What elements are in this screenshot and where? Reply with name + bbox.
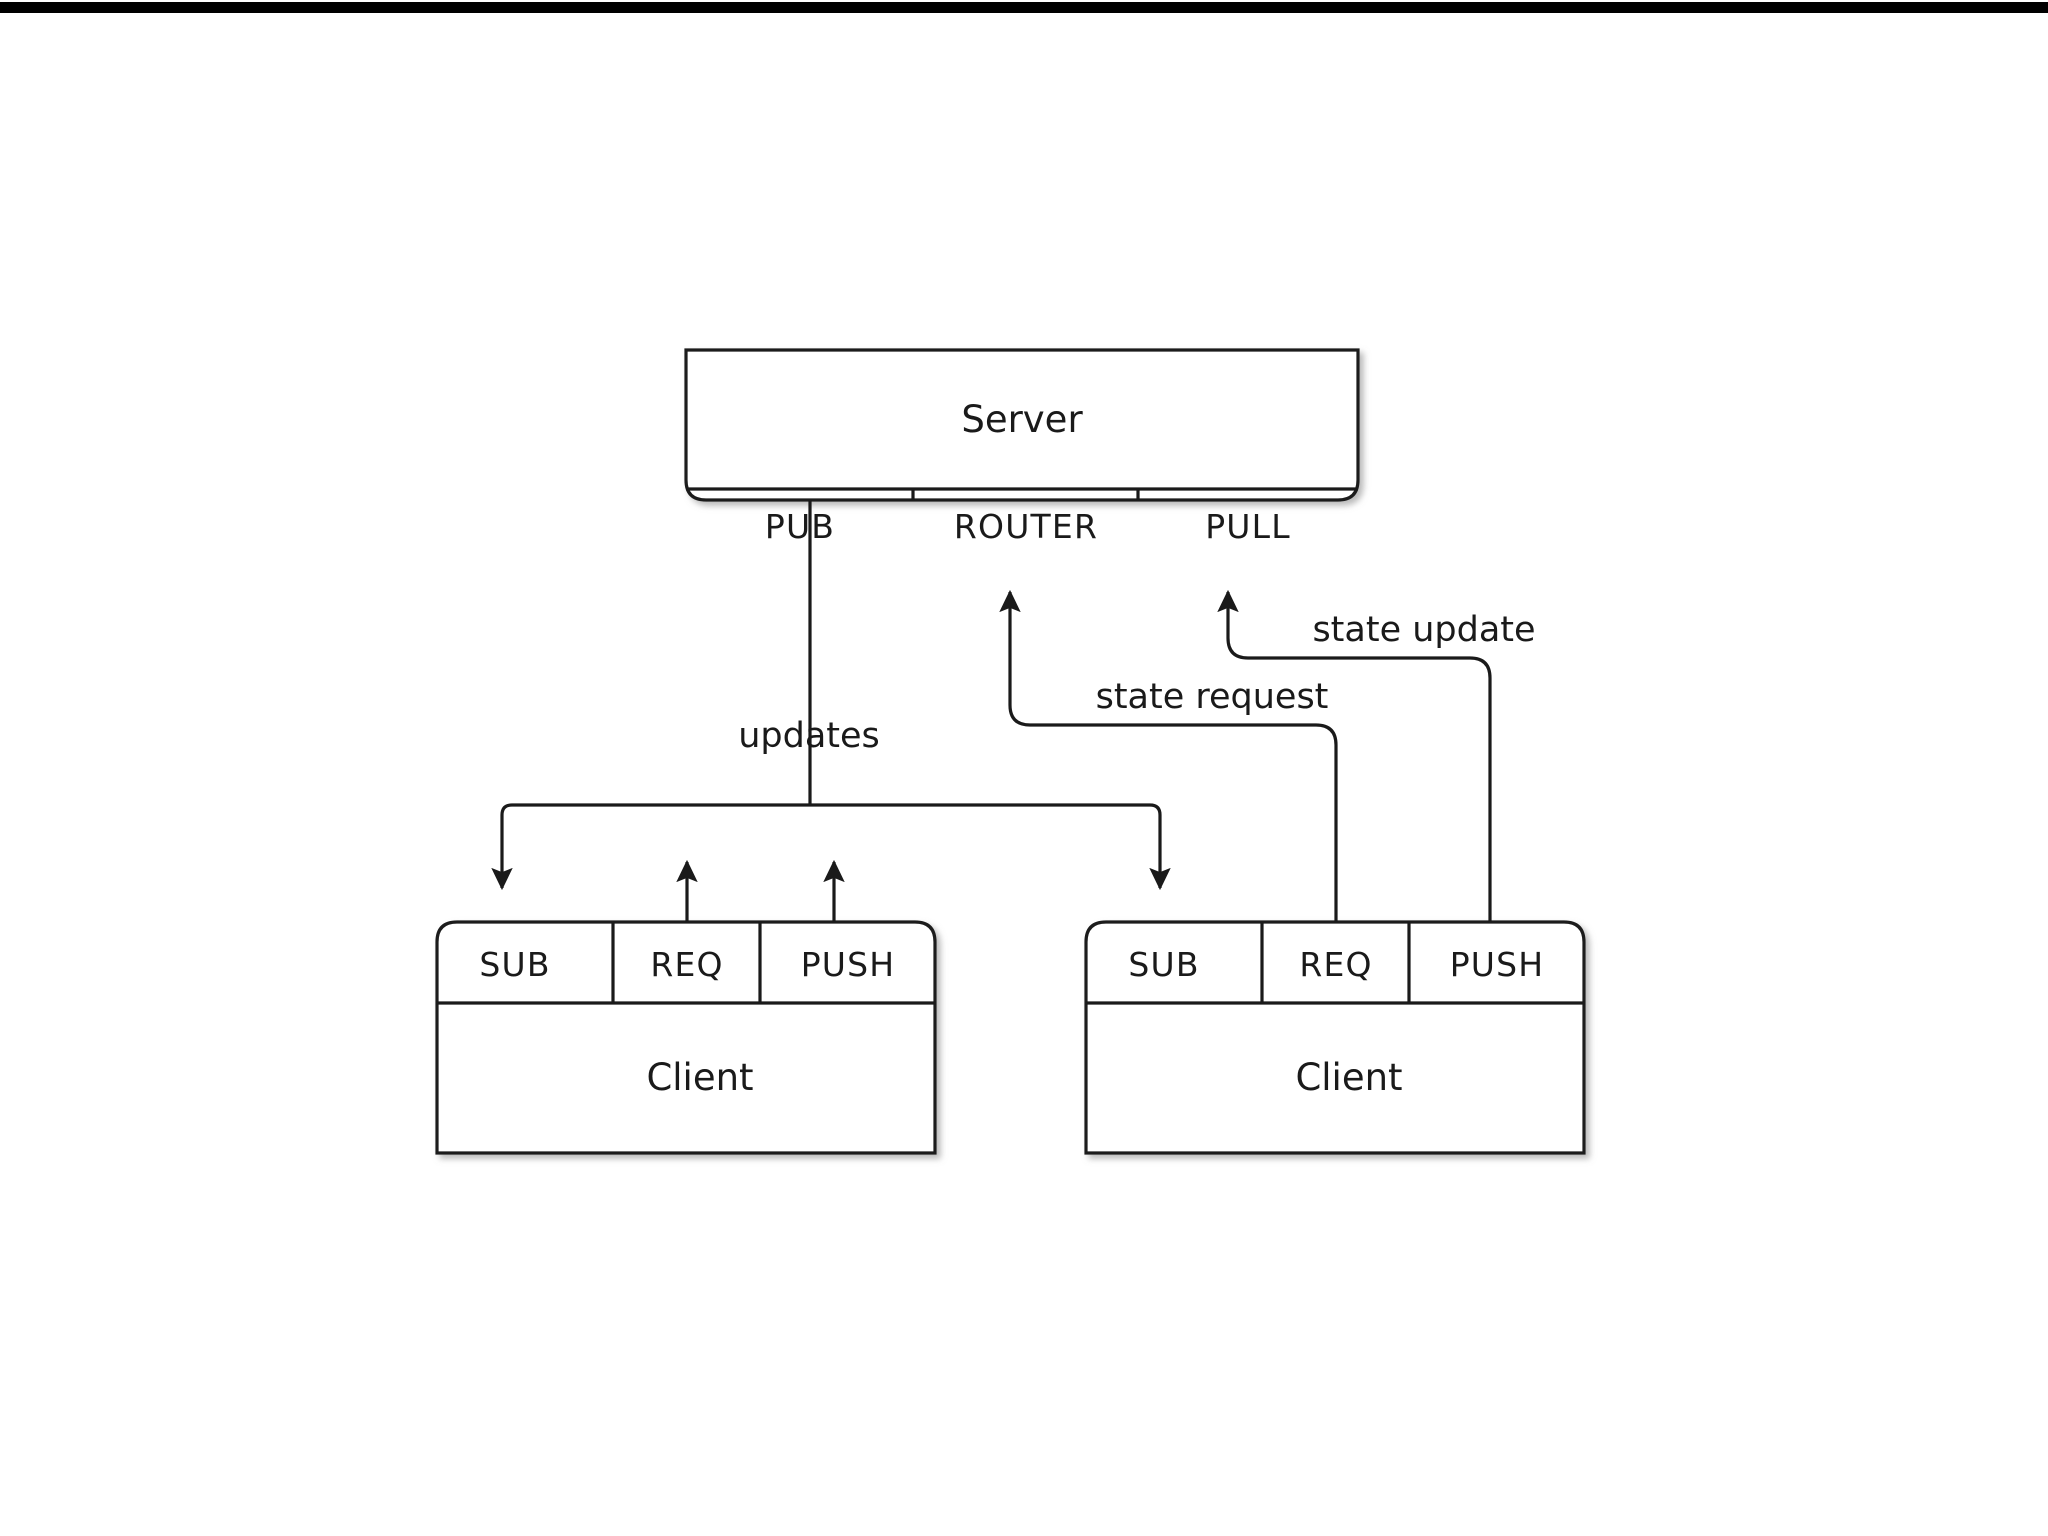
client-1-outline [435,920,937,1155]
server-port-pull[interactable]: PULL [1205,507,1291,546]
client-2-port-req[interactable]: REQ [1299,945,1372,984]
edge-state-request [999,589,1338,922]
server-port-pub[interactable]: PUB [765,507,835,546]
client-1-title: Client [646,1056,753,1099]
server-node[interactable] [684,348,1360,502]
state-request-line [999,589,1338,922]
updates-branch-left [491,803,513,891]
edge-updates [491,500,1171,891]
client-node-2[interactable] [1084,920,1586,1155]
client-node-1[interactable] [435,920,937,1155]
edge-label-state-update: state update [1312,610,1535,650]
client-2-outline [1084,920,1586,1155]
server-title: Server [961,398,1083,441]
client-1-port-sub[interactable]: SUB [479,945,550,984]
client-1-port-req[interactable]: REQ [650,945,723,984]
top-black-bar [0,2,2048,13]
updates-branch-right [1149,803,1171,891]
edge-label-state-request: state request [1096,677,1329,717]
client-2-port-sub[interactable]: SUB [1128,945,1199,984]
edge-state-update [1217,589,1492,922]
edge-label-updates: updates [738,716,880,756]
server-port-router[interactable]: ROUTER [954,507,1098,546]
client-1-port-push[interactable]: PUSH [801,945,896,984]
client-2-title: Client [1295,1056,1402,1099]
client-2-port-push[interactable]: PUSH [1450,945,1545,984]
state-update-line [1217,589,1492,922]
